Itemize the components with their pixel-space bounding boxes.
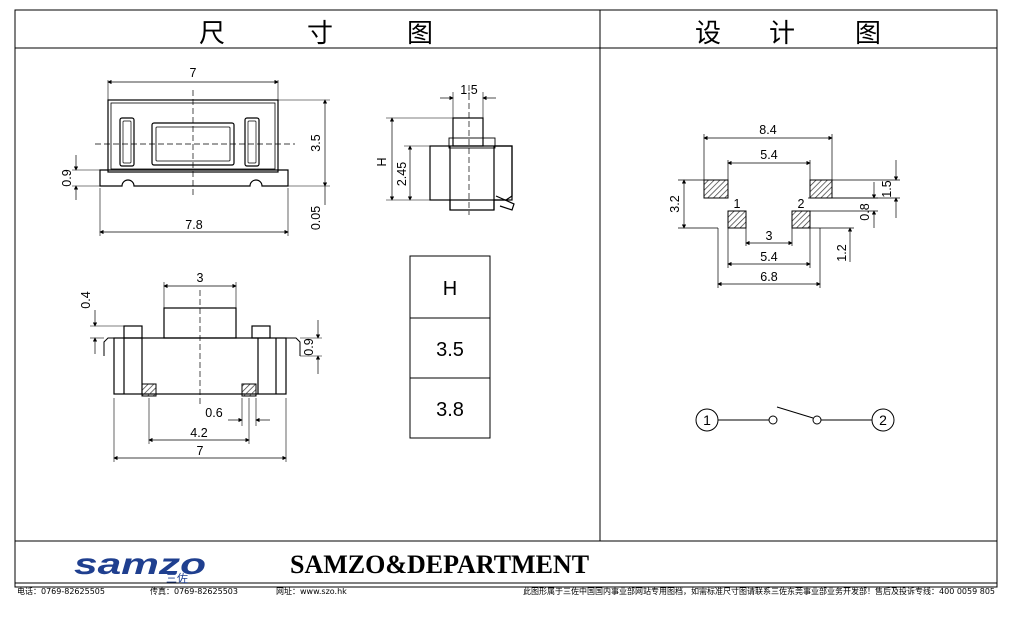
header-char: 图 [407, 19, 433, 49]
top-view-dims: 7 7.8 3.5 0.9 0.05 [60, 66, 323, 232]
header-char: 尺 [199, 19, 225, 49]
dim-leg: 0.9 [302, 338, 316, 355]
front-view-dims: 3 0.4 0.9 0.6 4.2 7 [79, 271, 316, 458]
side-view-drawing [386, 85, 515, 215]
side-view-dims: 1.5 H 2.45 [375, 83, 478, 186]
dim-inner-bottom: 5.4 [760, 250, 777, 264]
dim-outer: 8.4 [759, 123, 776, 137]
dim-pad-w: 0.8 [858, 203, 872, 220]
switch-schematic [695, 406, 895, 432]
dim-button: 3 [197, 271, 204, 285]
header-design-drawing: 设 计 图 [695, 19, 881, 49]
pcb-dims: 8.4 5.4 3.2 1.5 0.8 3 5.4 6.8 1.2 1 2 [668, 123, 894, 284]
dim-gap: 0.05 [309, 206, 323, 230]
dim-protrusion: 0.4 [79, 291, 93, 308]
node-label: 1 [703, 412, 711, 428]
h-table: H 3.5 3.8 [409, 255, 491, 439]
header-dimension-drawing: 尺 寸 图 [199, 19, 433, 49]
logo-wordmark: samzo [74, 548, 206, 581]
dim-H: H [375, 157, 389, 166]
footer-contact: 电话：0769-82625505 传真：0769-82625503 网址：www… [17, 586, 995, 596]
dim-pad-h: 1.5 [880, 180, 894, 197]
pcb-layout-drawing [678, 134, 900, 288]
dim-inner: 5.4 [760, 148, 777, 162]
h-table-header: H [443, 278, 457, 300]
dim-base-width: 7.8 [185, 218, 202, 232]
footer-notice: 此图形属于三佐中国国内事业部网站专用图档，如需标准尺寸图请联系三佐东莞事业部业务… [523, 586, 995, 596]
dim-offset: 1.2 [835, 244, 849, 261]
h-table-value: 3.5 [436, 339, 464, 361]
pin-label: 1 [734, 197, 741, 211]
front-view-pads [141, 383, 257, 397]
dim-side-height: 2.45 [395, 162, 409, 186]
dim-offset: 0.9 [60, 169, 74, 186]
pcb-pads [703, 179, 833, 229]
dim-width: 7 [190, 66, 197, 80]
logo-subtitle: 三佐 [166, 571, 188, 585]
footer-web: 网址：www.szo.hk [276, 586, 347, 596]
top-view-drawing [72, 79, 330, 236]
department-name: SAMZO&DEPARTMENT [290, 550, 589, 579]
dim-outer-bottom: 6.8 [760, 270, 777, 284]
header-char: 寸 [307, 19, 333, 49]
dim-height: 3.5 [309, 134, 323, 151]
dim-front-width: 7 [197, 444, 204, 458]
h-table-value: 3.8 [436, 399, 464, 421]
footer-fax: 传真：0769-82625503 [150, 586, 238, 596]
company-logo: samzo 三佐 [74, 548, 206, 585]
footer-phone: 电话：0769-82625505 [17, 586, 105, 596]
dim-pad-gap: 3 [766, 229, 773, 243]
front-view-drawing [90, 282, 322, 462]
sheet-frame [14, 9, 998, 588]
dim-pcb-height: 3.2 [668, 195, 682, 212]
pin-label: 2 [798, 197, 805, 211]
header-char: 计 [769, 19, 795, 49]
dim-pad: 0.6 [205, 406, 222, 420]
dim-pitch: 4.2 [190, 426, 207, 440]
header-char: 设 [695, 19, 721, 49]
schematic-labels: 1 2 [703, 412, 887, 428]
dim-top: 1.5 [460, 83, 477, 97]
header-char: 图 [855, 19, 881, 49]
node-label: 2 [879, 412, 887, 428]
